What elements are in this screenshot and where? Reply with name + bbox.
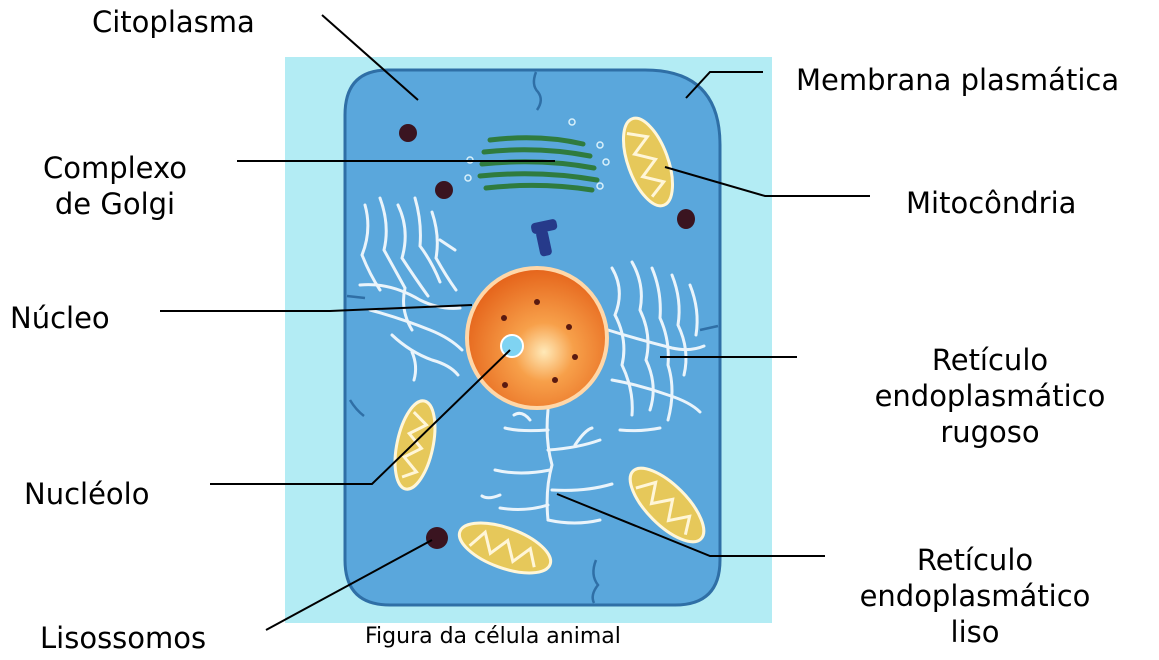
- label-rer-line2: endoplasmático: [855, 378, 1125, 414]
- figure-caption: Figura da célula animal: [365, 624, 621, 649]
- label-nucleo: Núcleo: [10, 300, 110, 336]
- label-golgi-line1: Complexo: [30, 150, 200, 186]
- label-nucleolo: Nucléolo: [24, 476, 149, 512]
- label-ret-liso: Retículo endoplasmático liso: [840, 542, 1110, 650]
- label-rer-line1: Retículo: [855, 342, 1125, 378]
- nucleus: [467, 268, 607, 408]
- label-lisossomos: Lisossomos: [40, 620, 206, 656]
- nucleolus: [501, 335, 523, 357]
- label-ser-line2: endoplasmático: [840, 578, 1110, 614]
- label-ser-line1: Retículo: [840, 542, 1110, 578]
- label-mitocondria: Mitocôndria: [906, 185, 1076, 221]
- label-citoplasma: Citoplasma: [92, 4, 255, 40]
- label-ret-rugoso: Retículo endoplasmático rugoso: [855, 342, 1125, 450]
- label-golgi-line2: de Golgi: [30, 186, 200, 222]
- label-membrana-plasmatica: Membrana plasmática: [796, 62, 1119, 98]
- label-rer-line3: rugoso: [855, 414, 1125, 450]
- label-complexo-golgi: Complexo de Golgi: [30, 150, 200, 222]
- label-ser-line3: liso: [840, 614, 1110, 650]
